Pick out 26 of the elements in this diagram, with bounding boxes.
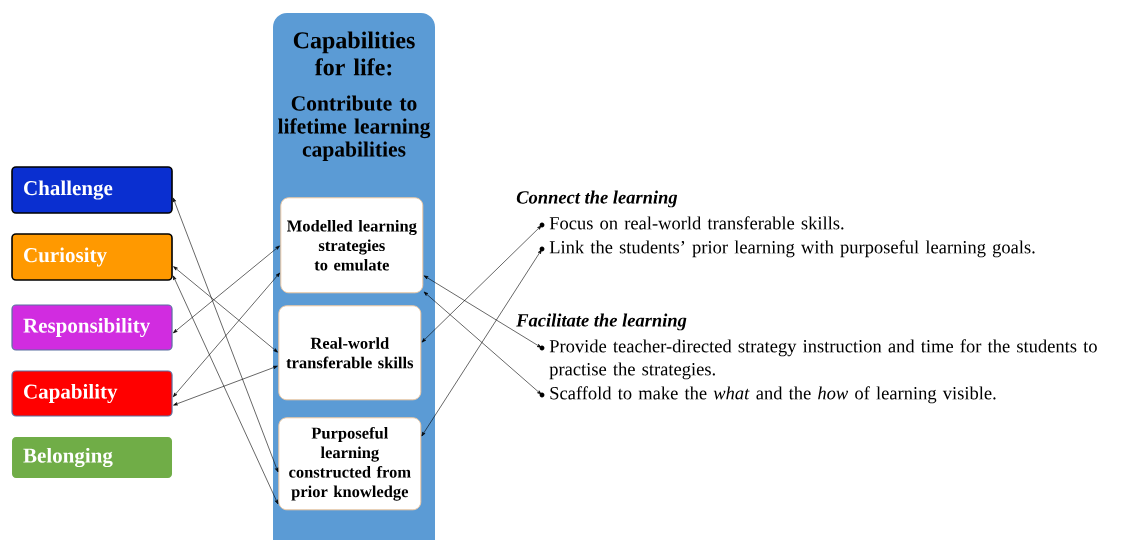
- category-box: Challenge: [11, 166, 173, 214]
- category-box: Curiosity: [11, 233, 173, 281]
- arrow: [173, 245, 280, 334]
- strategy-box: Purposeful learning constructed from prior knowledge: [278, 417, 422, 511]
- arrow: [421, 225, 542, 343]
- section-heading: Connect the learning: [516, 190, 678, 208]
- panel-title: Capabilities for life:: [293, 31, 415, 76]
- category-box: Belonging: [12, 437, 172, 478]
- bullet-item: Link the students’ prior learning with purposeful learning goals.: [549, 240, 1035, 258]
- panel-subtitle: Contribute to lifetime learning capabilities: [278, 95, 431, 161]
- section-heading: Facilitate the learning: [516, 313, 687, 331]
- strategy-box: Real-world transferable skills: [278, 305, 422, 401]
- arrow: [173, 266, 278, 353]
- arrow: [172, 275, 279, 505]
- arrow: [423, 275, 542, 348]
- arrow: [173, 365, 278, 406]
- arrow: [421, 249, 542, 437]
- bullet-item: Focus on real-world transferable skills.: [549, 216, 844, 230]
- category-box: Responsibility: [11, 304, 173, 351]
- bullet-item: Scaffold to make the what and the how of learning visible.: [550, 386, 996, 404]
- arrow: [172, 197, 279, 473]
- arrow: [423, 291, 542, 395]
- bullet-item: Provide teacher-directed strategy instruction and time for the students to practise the strategies.: [549, 339, 1097, 380]
- category-box: Capability: [11, 370, 173, 417]
- strategy-box: Modelled learning strategies to emulate: [280, 197, 424, 294]
- arrow: [172, 272, 280, 398]
